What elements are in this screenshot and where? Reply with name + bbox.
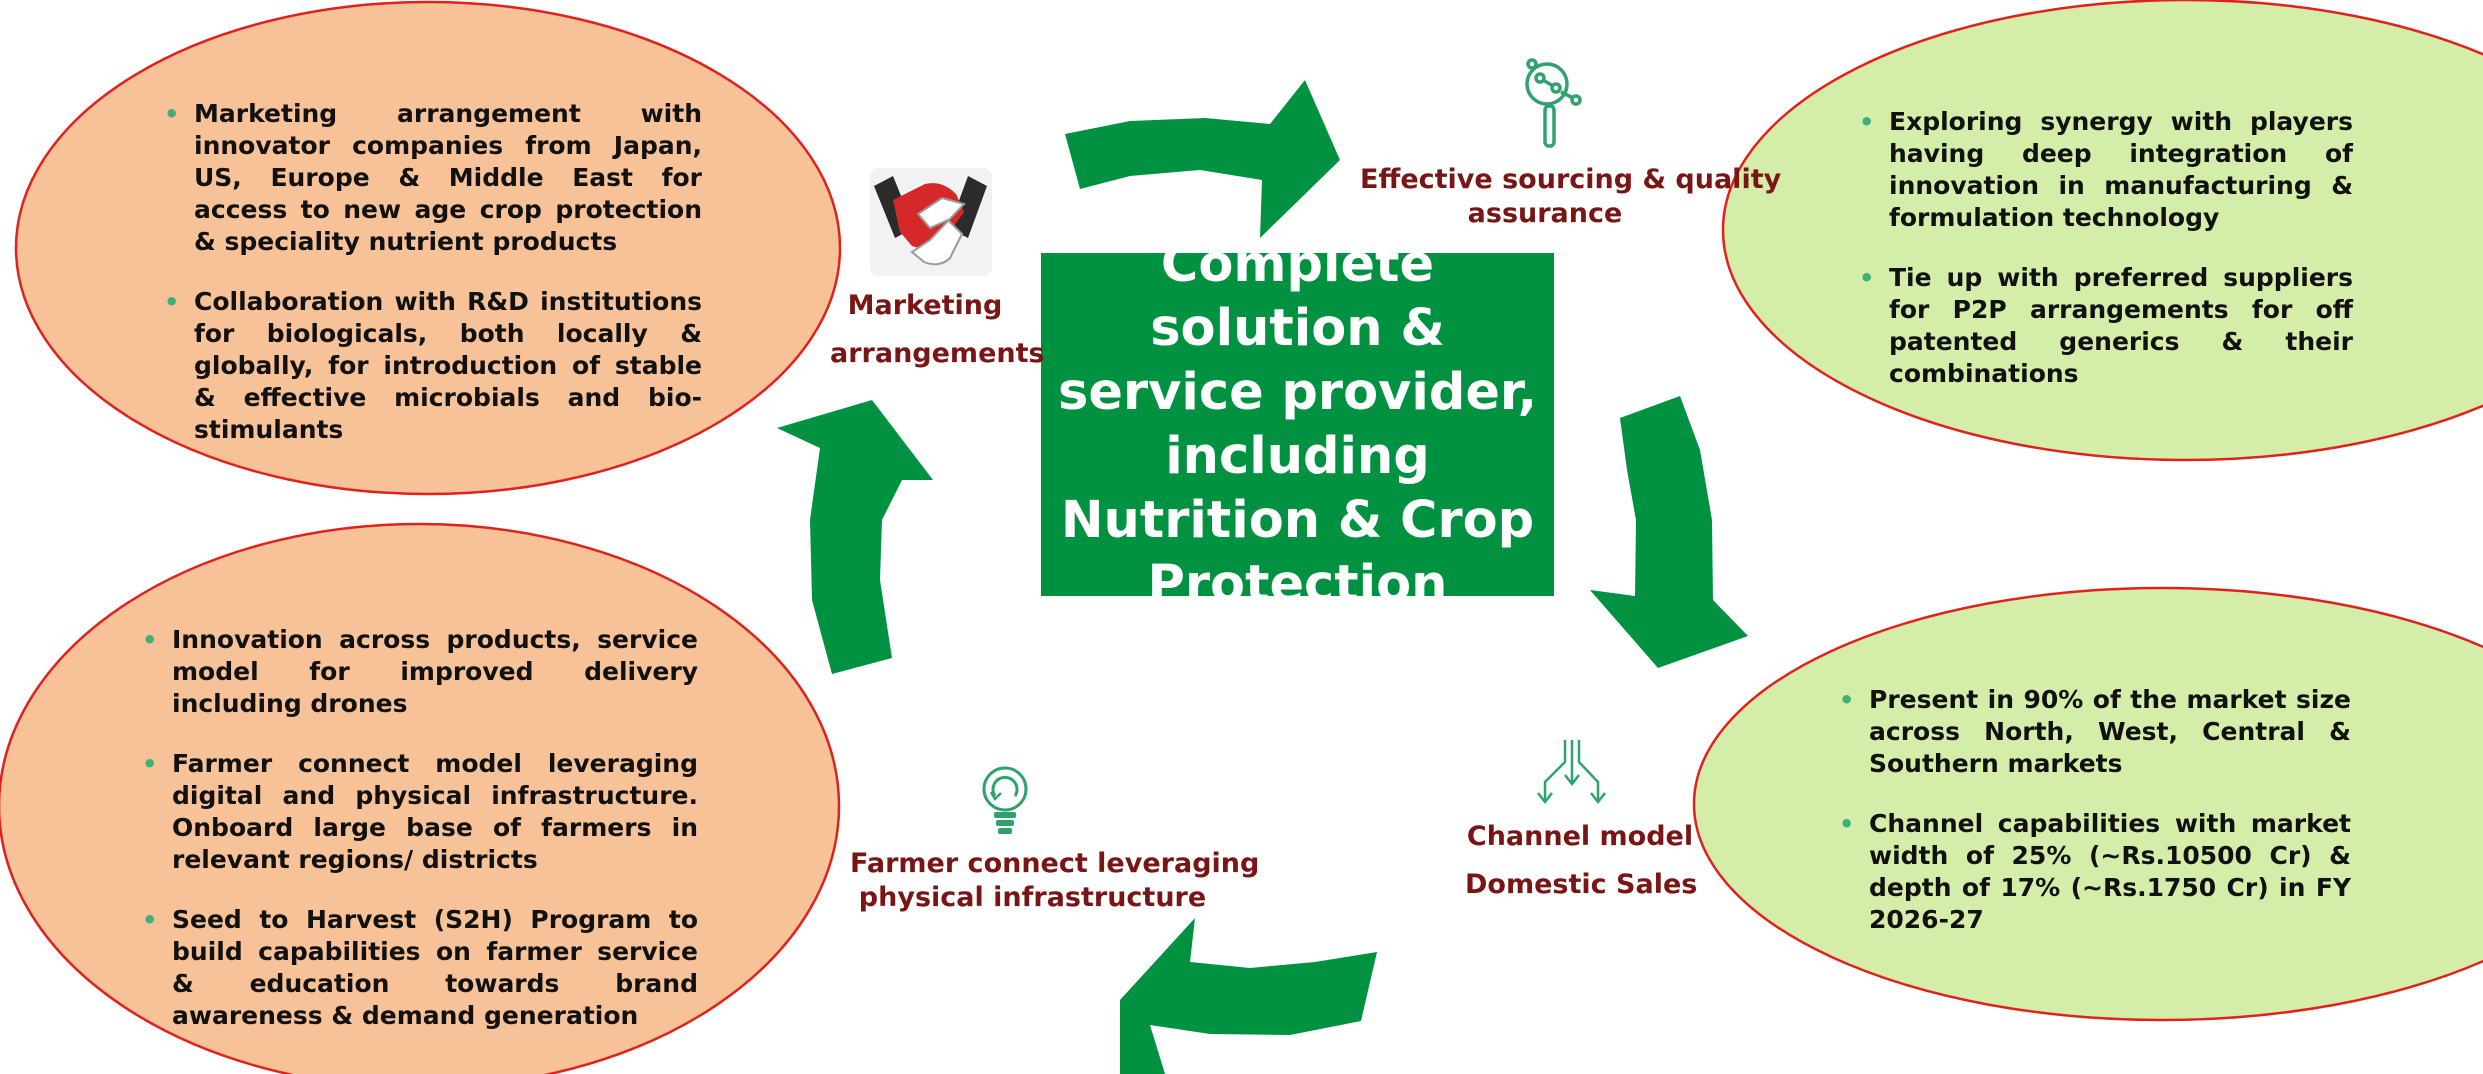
arrow-top-right [1065,80,1340,238]
channel-label-line-1: Channel model [1466,821,1694,852]
arrow-right-down [1590,396,1748,668]
channel-label-line-2: Domestic Sales [1465,869,1698,900]
top-left-panel: Marketing arrangement with innovator com… [160,98,702,474]
farmer-label-line-1: Farmer connect leveraging [850,848,1260,879]
list-item: Innovation across products, service mode… [138,624,698,720]
marketing-label-line-2: arrangements [830,338,1045,369]
farmer-label: Farmer connect leveraging physical infra… [850,847,1260,915]
top-right-panel: Exploring synergy with players having de… [1855,106,2353,418]
channel-label: Channel model Domestic Sales [1465,813,1698,909]
center-title: Complete solution & service provider, in… [1058,234,1537,614]
list-item: Tie up with preferred suppliers for P2P … [1855,262,2353,390]
list-item: Farmer connect model leveraging digital … [138,748,698,876]
list-item: Channel capabilities with market width o… [1835,808,2351,936]
center-title-box: Complete solution & service provider, in… [1041,235,1554,614]
lightbulb-recycle-icon [982,766,1028,834]
arrow-left-up [777,400,933,674]
magnifier-molecule-icon [1525,58,1582,148]
list-item: Exploring synergy with players having de… [1855,106,2353,234]
bottom-left-panel: Innovation across products, service mode… [138,624,698,1060]
list-item: Marketing arrangement with innovator com… [160,98,702,258]
sourcing-label-line-2: assurance [1467,198,1623,229]
arrow-bottom-left [1120,918,1377,1074]
list-item: Collaboration with R&D institutions for … [160,286,702,446]
sourcing-label: Effective sourcing & quality assurance [1360,163,1782,231]
list-item: Seed to Harvest (S2H) Program to build c… [138,904,698,1032]
list-item: Present in 90% of the market size across… [1835,684,2351,780]
farmer-label-line-2: physical infrastructure [858,882,1207,913]
channel-arrows-icon [1537,740,1606,805]
bottom-right-panel: Present in 90% of the market size across… [1835,684,2351,964]
sourcing-label-line-1: Effective sourcing & quality [1360,164,1782,195]
marketing-label-line-1: Marketing [847,290,1003,321]
handshake-icon [870,168,992,276]
marketing-label: Marketing arrangements [830,282,1045,378]
